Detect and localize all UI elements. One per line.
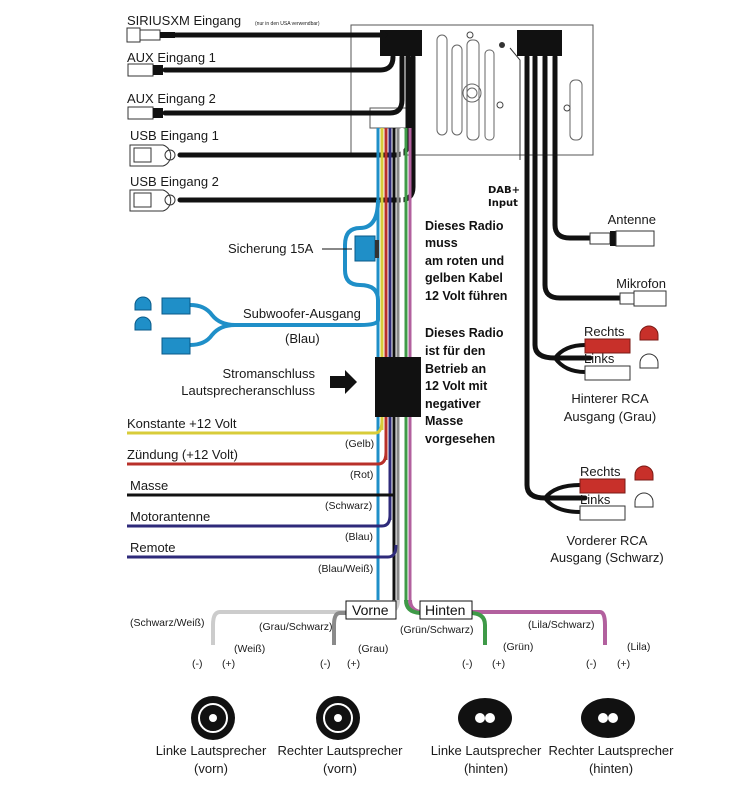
spk1-neg: (Grau/Schwarz) <box>259 621 333 633</box>
wire-label-4: Remote <box>130 540 176 555</box>
svg-text:(-): (-) <box>462 658 473 670</box>
spk1-name: Rechter Lautsprecher <box>277 743 403 758</box>
hinten-box <box>419 600 473 620</box>
speaker-icons <box>191 696 635 740</box>
power-wires <box>127 419 398 559</box>
dab-lead <box>509 47 521 160</box>
usb1-plug <box>129 144 176 167</box>
svg-text:ist für den: ist für den <box>425 344 485 358</box>
spk2-pos: (Grün) <box>503 641 533 653</box>
spk0-neg: (Schwarz/Weiß) <box>130 617 204 629</box>
siriusxm-note: (nur in den USA verwendbar) <box>255 21 320 27</box>
polarity-labels: (-) (+) (-) (+) (-) (+) (-) (+) <box>192 658 630 670</box>
spk1-pos: (Grau) <box>358 643 388 655</box>
group-front-label: Vorne <box>352 602 389 618</box>
spk2-pos-label: (hinten) <box>464 761 508 776</box>
vorne-box <box>345 600 397 620</box>
wire-color-0: (Gelb) <box>345 438 374 450</box>
spk3-pos: (Lila) <box>627 641 650 653</box>
subwoofer-label: Subwoofer-Ausgang <box>243 306 361 321</box>
svg-text:12 Volt mit: 12 Volt mit <box>425 379 488 393</box>
microphone-label: Mikrofon <box>616 276 666 291</box>
wire-color-1: (Rot) <box>350 469 373 481</box>
svg-text:Masse: Masse <box>425 414 463 428</box>
spk0-name: Linke Lautsprecher <box>156 743 267 758</box>
svg-text:(+): (+) <box>617 658 630 670</box>
wire-label-2: Masse <box>130 478 168 493</box>
antenna-plug <box>589 230 655 247</box>
group-rear-label: Hinten <box>425 602 465 618</box>
aux1-label: AUX Eingang 1 <box>127 50 216 65</box>
connector-label-2: Lautsprecheranschluss <box>181 383 315 398</box>
spk0-pos: (Weiß) <box>234 643 265 655</box>
front-rca <box>543 465 654 521</box>
usb2-label: USB Eingang 2 <box>130 174 219 189</box>
svg-text:(+): (+) <box>222 658 235 670</box>
usb1-label: USB Eingang 1 <box>130 128 219 143</box>
siriusxm-plug <box>126 27 175 43</box>
svg-text:Betrieb an: Betrieb an <box>425 362 486 376</box>
microphone-plug <box>619 290 667 307</box>
subwoofer-color: (Blau) <box>285 331 320 346</box>
wire-color-4: (Blau/Weiß) <box>318 563 373 575</box>
svg-text:am roten und: am roten und <box>425 254 504 268</box>
wire-color-3: (Blau) <box>345 531 373 543</box>
svg-text:(-): (-) <box>586 658 597 670</box>
spk3-pos-label: (hinten) <box>589 761 633 776</box>
usb2-plug <box>129 189 176 212</box>
svg-text:Dieses Radio: Dieses Radio <box>425 326 504 340</box>
front-rca-title-2: Ausgang (Schwarz) <box>550 550 663 565</box>
svg-text:(+): (+) <box>347 658 360 670</box>
svg-text:(-): (-) <box>320 658 331 670</box>
front-rca-title-1: Vorderer RCA <box>567 533 648 548</box>
svg-text:(+): (+) <box>492 658 505 670</box>
aux1-plug <box>127 63 163 77</box>
wire-color-2: (Schwarz) <box>325 500 372 512</box>
fuse-label: Sicherung 15A <box>228 241 314 256</box>
svg-text:vorgesehen: vorgesehen <box>425 432 495 446</box>
rear-right-label: Rechts <box>584 324 625 339</box>
svg-text:gelben Kabel: gelben Kabel <box>425 271 503 285</box>
svg-text:12 Volt führen: 12 Volt führen <box>425 289 507 303</box>
front-right-label: Rechts <box>580 464 621 479</box>
rear-rca-title-1: Hinterer RCA <box>571 391 649 406</box>
connector-label-1: Stromanschluss <box>223 366 316 381</box>
spk0-pos-label: (vorn) <box>194 761 228 776</box>
spk3-name: Rechter Lautsprecher <box>548 743 674 758</box>
svg-text:negativer: negativer <box>425 397 481 411</box>
fuse-holder <box>343 199 380 320</box>
right-cables <box>524 54 623 501</box>
antenna-label: Antenne <box>608 212 656 227</box>
wire-label-1: Zündung (+12 Volt) <box>127 447 238 462</box>
spk2-name: Linke Lautsprecher <box>431 743 542 758</box>
subwoofer-rca <box>134 296 380 355</box>
svg-text:muss: muss <box>425 236 458 250</box>
aux2-plug <box>127 106 163 120</box>
svg-text:(-): (-) <box>192 658 203 670</box>
connector-arrow <box>330 370 357 394</box>
svg-text:Dieses Radio: Dieses Radio <box>425 219 504 233</box>
siriusxm-label: SIRIUSXM Eingang <box>127 13 241 28</box>
dab-label-2: Input <box>488 198 518 209</box>
rear-rca <box>553 325 659 381</box>
wire-label-3: Motorantenne <box>130 509 210 524</box>
spk3-neg: (Lila/Schwarz) <box>528 619 595 631</box>
wire-label-0: Konstante +12 Volt <box>127 416 237 431</box>
note-1: Dieses Radio muss am roten und gelben Ka… <box>425 219 507 303</box>
front-left-label: Links <box>580 492 611 507</box>
spk1-pos-label: (vorn) <box>323 761 357 776</box>
power-connector <box>375 357 421 417</box>
dab-label-1: DAB+ <box>488 185 520 196</box>
note-2: Dieses Radio ist für den Betrieb an 12 V… <box>425 326 504 446</box>
rear-left-label: Links <box>584 351 615 366</box>
aux2-label: AUX Eingang 2 <box>127 91 216 106</box>
spk2-neg: (Grün/Schwarz) <box>400 624 474 636</box>
right-harness-plug <box>517 30 562 56</box>
rear-rca-title-2: Ausgang (Grau) <box>564 409 657 424</box>
